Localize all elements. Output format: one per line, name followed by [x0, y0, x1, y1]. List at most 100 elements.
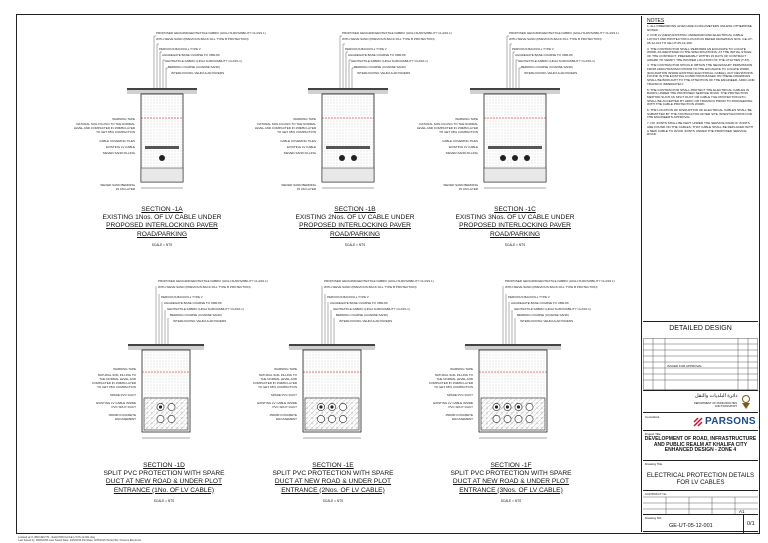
paver-layer [308, 88, 388, 90]
lv-cable [330, 405, 334, 409]
section-line: SPLIT PVC PROTECTION WITH SPARE [272, 470, 394, 478]
consultant-label: Consultant [645, 415, 660, 419]
notes-list: 1. ALL DIMENSIONS GIVEN ARE IN MILLIMETE… [647, 24, 755, 139]
callout-text: 150MM CONCRETE [445, 413, 473, 417]
callout-text: EXISTING LV CABLE [449, 145, 478, 149]
callout-text: PROPOSED GEOGRID/GEOTEXTILE FABRIC (HIGH… [505, 279, 615, 283]
section-title-1b: SECTION -1B EXISTING 2Nos. OF LV CABLE U… [280, 206, 430, 249]
callout-text: NATURAL SOIL FILLING TO [259, 373, 298, 377]
callout-text: WARNING TAPE [293, 117, 316, 121]
client-arabic: دائرة البلديات والنقل [695, 393, 738, 399]
callout-text: INTERLOCKING VEHICULAR PAVERS [173, 319, 226, 323]
callout-text: TO GET 95% COMPACTION [258, 385, 297, 389]
cable-tiles [145, 146, 179, 149]
project-label: Project Title [645, 432, 661, 436]
cable-tiles [488, 146, 542, 149]
note-item: 6. THE LOCATION OF DISRUPTION OF ELECTRI… [647, 108, 752, 120]
lv-cable [339, 155, 345, 161]
section-figure-1b: PROPOSED GEOGRID/GEOTEXTILE FABRIC (HIGH… [255, 31, 452, 191]
section-line: PROPOSED INTERLOCKING PAVER [106, 222, 218, 230]
callout-text: 150MM CONCRETE [269, 413, 297, 417]
drawing-title-line: FOR LV CABLES [676, 479, 725, 486]
scale-note: SCALE = NTS [322, 498, 344, 503]
project-line: ENHANCED DESIGN - ZONE 4 [664, 447, 737, 454]
callout-text: TO GET 95% COMPACTION [96, 130, 135, 134]
notes-title: NOTES [647, 18, 665, 24]
callout-text: WITH SIEVE SAND (PREVIOUS BACK FILL TYPE… [158, 285, 251, 289]
title-block: NOTES 1. ALL DIMENSIONS GIVEN ARE IN MIL… [643, 16, 758, 533]
detailed-design-label: DETAILED DESIGN [669, 325, 732, 332]
pvc-duct [339, 415, 347, 423]
concrete-encasement [480, 397, 546, 431]
callout-text: WARNING TAPE [274, 367, 297, 371]
callout-text: BEDDING COARSE (COARSE SAND) [336, 313, 388, 317]
callout-text: TO GET 95% COMPACTION [277, 130, 316, 134]
callout-text: NATURAL SOIL FILLING TO THE NORMAL [257, 122, 316, 126]
callout-text: GEOTEXTILE FABRIC (HIGH SURVIVABILITY CL… [333, 307, 410, 311]
pvc-duct [317, 415, 325, 423]
lv-cable [505, 405, 510, 409]
callout-text: WITH SIEVE SAND (PREVIOUS BACK FILL TYPE… [324, 285, 417, 289]
callout-text: PERVIOUS BACKFILL TYPE V [508, 295, 550, 299]
paver-layer [128, 344, 204, 346]
callout-text: NATURAL SOIL FILLING TO THE NORMAL [419, 122, 478, 126]
section-heading: SECTION -1E [312, 462, 354, 469]
callout-text: COMPACTED IN 150MM LAYER [253, 381, 298, 385]
section-heading: SECTION -1A [141, 206, 183, 213]
section-title-1e: SECTION -1E SPLIT PVC PROTECTION WITH SP… [258, 462, 408, 505]
callout-text: BEDDING COARSE (COARSE SAND) [170, 313, 222, 317]
callout-text: NATURAL SOIL FILLING TO [98, 373, 137, 377]
section-line: DUCT AT NEW ROAD & UNDER PLOT [452, 478, 570, 486]
callout-text: CABLE COVERING TILES [99, 139, 135, 143]
scale-note: SCALE = NTS [151, 242, 173, 247]
detailed-design-box: DETAILED DESIGN [643, 321, 758, 337]
client-box: دائرة البلديات والنقل DEPARTMENT OF MUNI… [643, 390, 758, 412]
callout-text: PROPOSED GEOGRID/GEOTEXTILE FABRIC (HIGH… [324, 279, 434, 283]
callout-text: PERVIOUS BACKFILL TYPE V [159, 47, 201, 51]
drawing-number: GE-UT-05-12-001 [669, 523, 713, 529]
sand-bedding [483, 167, 547, 183]
callout-text: CABLE COVERING TILES [280, 139, 316, 143]
section-figure-1e: PROPOSED GEOGRID/GEOTEXTILE FABRIC (HIGH… [253, 279, 434, 439]
callout-text: SIEVED SAND BEDDING [443, 183, 478, 187]
paver-layer [465, 344, 561, 346]
note-item: 5. THE CONTRACTOR SHALL PROTECT THE ELEC… [647, 87, 753, 107]
paver-layer [289, 344, 375, 346]
drawing-title-label: Drawing Title [645, 462, 663, 466]
callout-text: INTERLOCKING VEHICULAR PAVERS [339, 319, 392, 323]
note-item: 4. THE CONTRACTOR SHOULD OBTAIN THE NECE… [647, 63, 755, 86]
callout-text: INTERLOCKING VEHICULAR PAVERS [520, 319, 573, 323]
concrete-encasement [304, 397, 360, 431]
callout-text: EXISTING LV CABLE INSIDE [257, 401, 297, 405]
callout-text: WITH SIEVE SAND (PREVIOUS BACK FILL TYPE… [505, 285, 598, 289]
trench-outline [321, 93, 375, 183]
callout-text: WITH SIEVE SAND (PREVIOUS BACK FILL TYPE… [509, 37, 602, 41]
client-logo-icon [742, 395, 750, 409]
callout-text: EXISTING LV CABLE [287, 145, 316, 149]
callout-text: SIEVED SAND FILLING [103, 151, 136, 155]
callout-text: SPARE PVC DUCT [110, 393, 136, 397]
scale-note: SCALE = NTS [153, 498, 175, 503]
callout-text: TO GET 95% COMPACTION [439, 130, 478, 134]
pvc-duct [167, 403, 176, 411]
note-item: 7. NO JOINTS SHALL BE KEPT UNDER THE SER… [647, 121, 754, 137]
callout-text: CABLE COVERING TILES [442, 139, 478, 143]
revision-table [643, 338, 758, 390]
section-line: EXISTING 2Nos. OF LV CABLE UNDER [295, 214, 415, 222]
callout-text: SIEVED SAND FILLING [284, 151, 317, 155]
callout-text: SIEVED SAND BEDDING [281, 183, 316, 187]
scale-note: SCALE = NTS [504, 242, 526, 247]
callout-text: SPARE PVC DUCT [447, 393, 473, 397]
client-dept: DEPARTMENT OF MUNICIPALITIES AND TRANSPO… [693, 402, 737, 408]
lv-cable [516, 405, 521, 409]
callout-text: LEVEL AND COMPACTED IN 150MM LAYER [74, 126, 136, 130]
section-line: EXISTING 1Nos. OF LV CABLE UNDER [102, 214, 222, 222]
callout-text: PERVIOUS BACKFILL TYPE V [345, 47, 387, 51]
lv-cable [319, 405, 323, 409]
callout-text: LEVEL AND COMPACTED IN 150MM LAYER [255, 126, 317, 130]
scale-note: SCALE = NTS [500, 498, 522, 503]
sheet-size: A1 [739, 509, 745, 514]
drawing-no-box: Drawing NO. GE-UT-05-12-001 0/1 [643, 514, 758, 533]
lv-cable [524, 155, 530, 161]
callout-text: AGGREGATE BASE COARSE TO CBR-80 [348, 53, 406, 57]
